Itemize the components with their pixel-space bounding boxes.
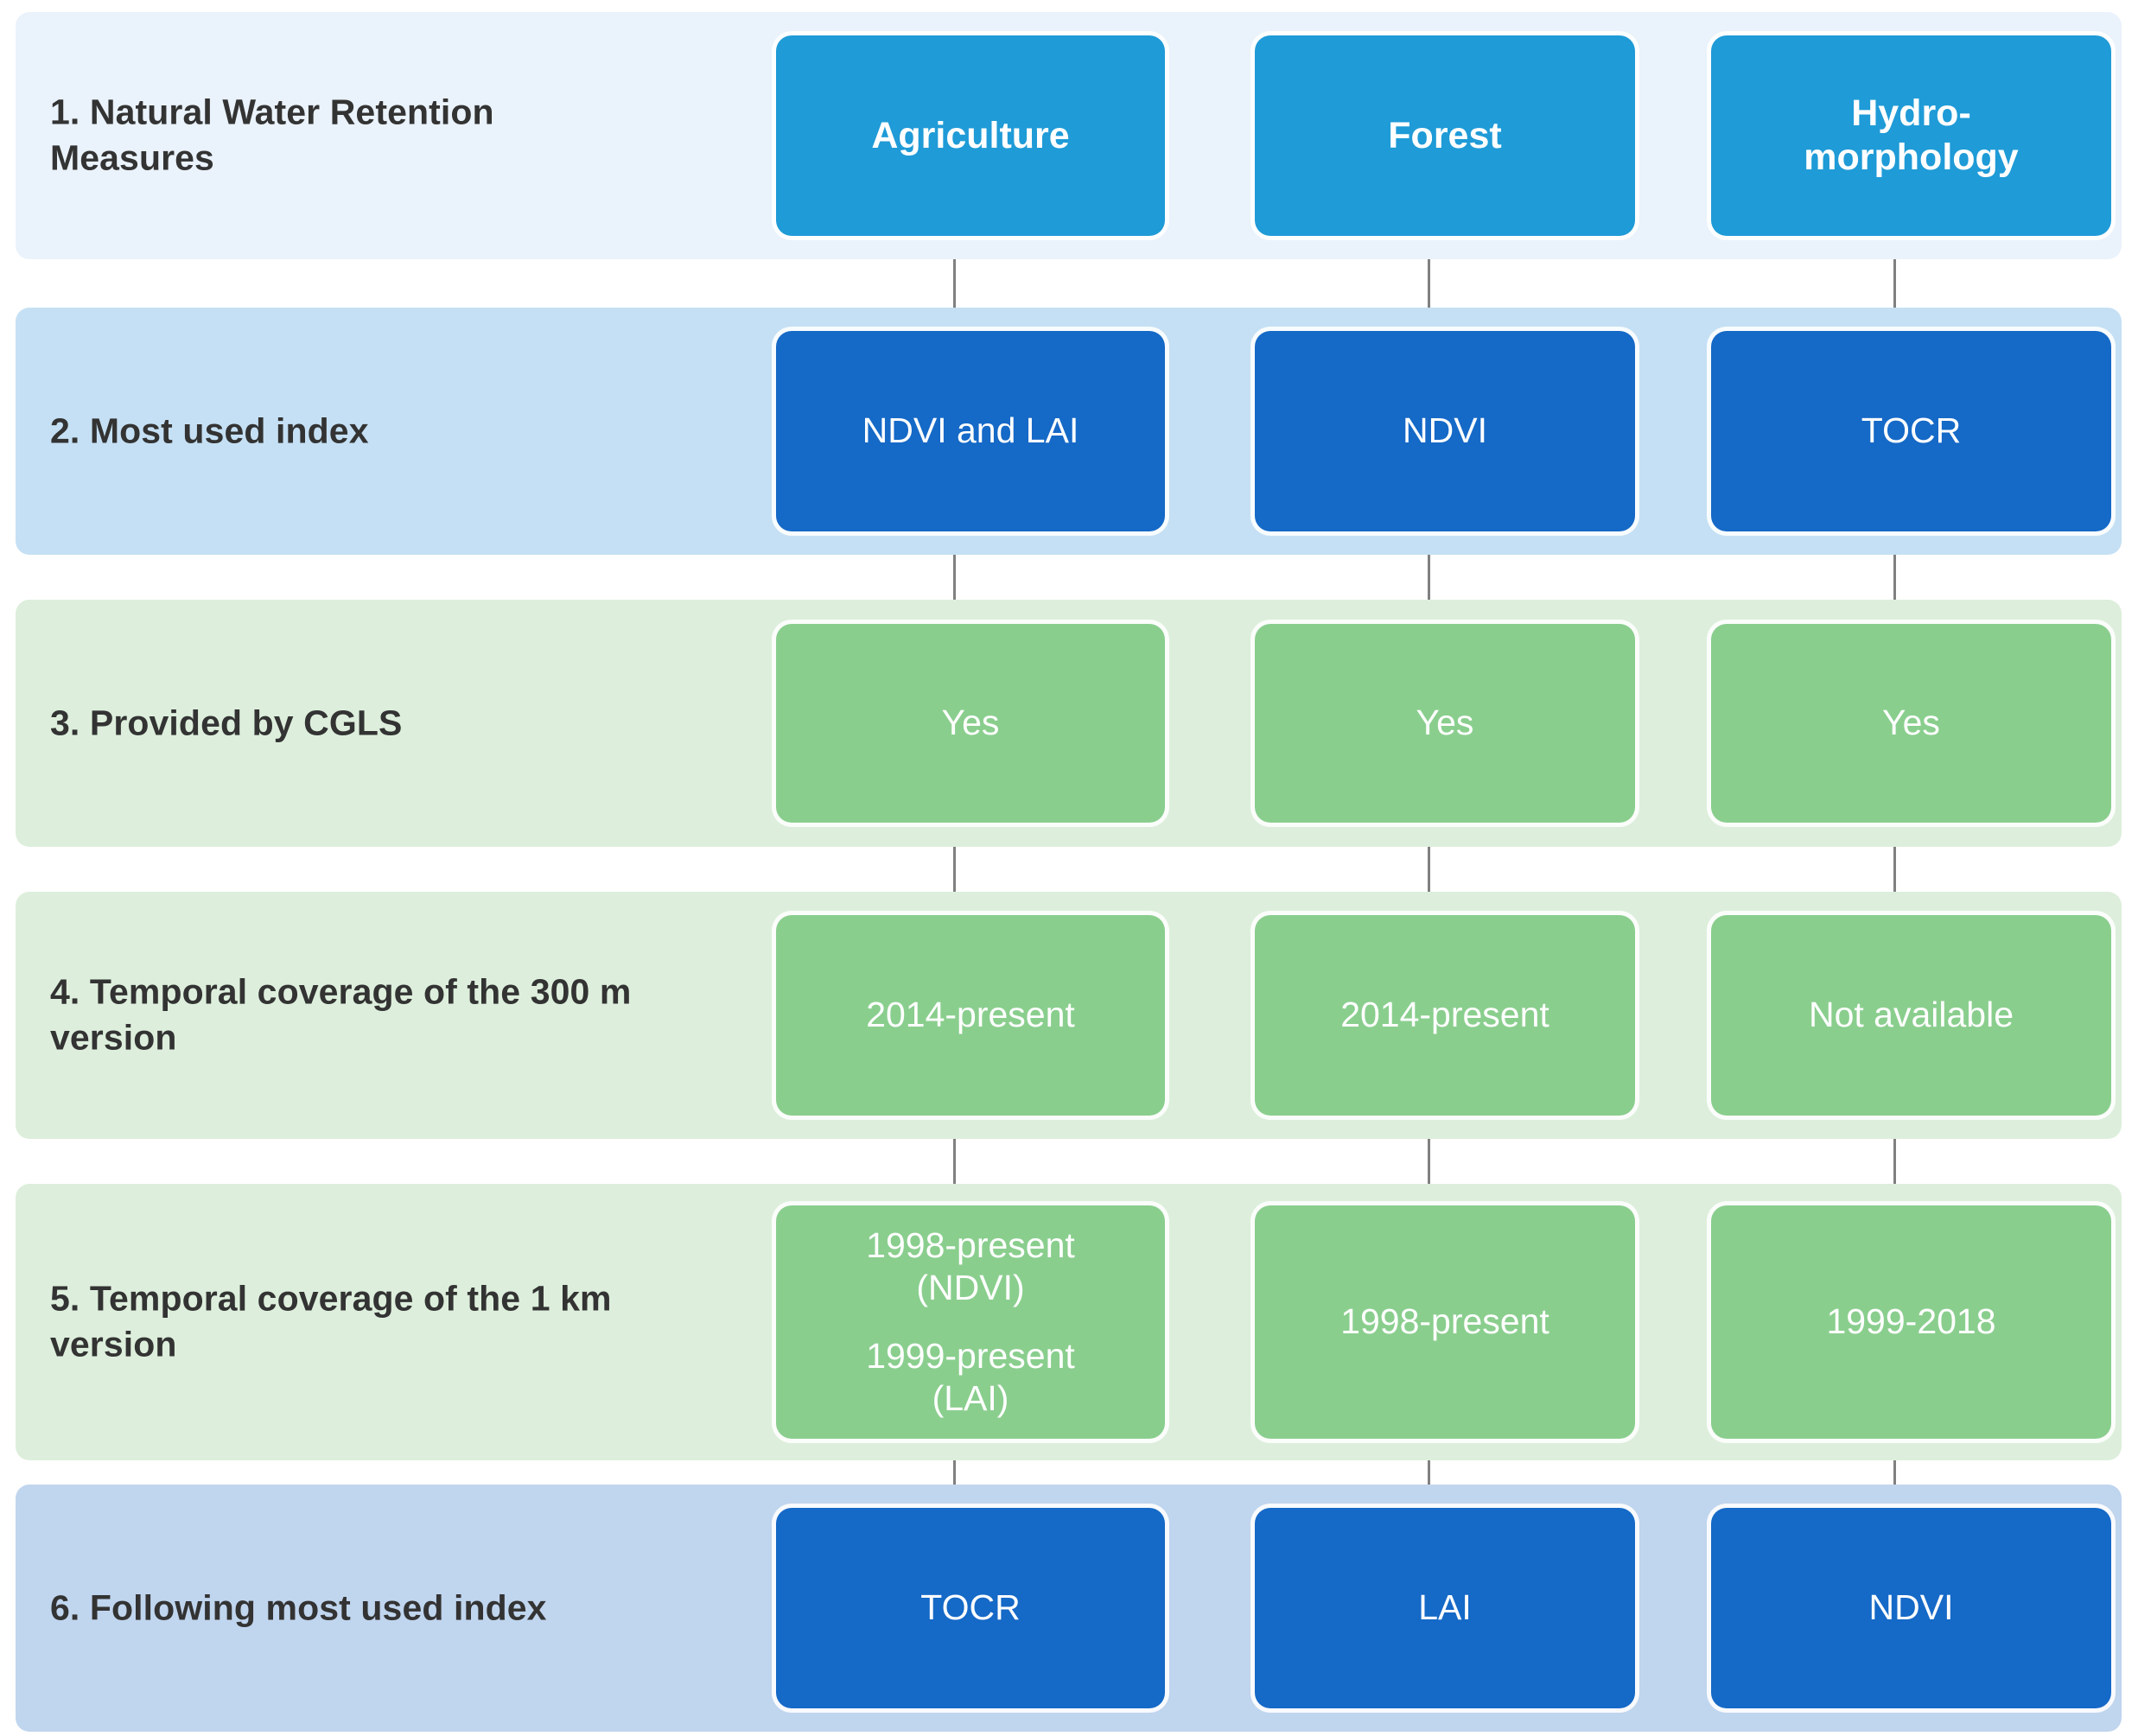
cell-text-line-3: 1999-present	[866, 1336, 1075, 1376]
cell-text: LAI	[1418, 1587, 1472, 1628]
cell-text: Not available	[1808, 995, 2014, 1035]
cell-agriculture-coverage-300m[interactable]: 2014-present	[776, 915, 1165, 1116]
cell-forest-provided-by-cgls[interactable]: Yes	[1255, 624, 1635, 823]
cell-hydromorphology-coverage-1km[interactable]: 1999-2018	[1711, 1205, 2111, 1439]
cell-hydromorphology-header[interactable]: Hydro- morphology	[1711, 35, 2111, 236]
cell-text-line-4: (LAI)	[932, 1378, 1009, 1419]
cell-text: Yes	[941, 703, 1000, 743]
cell-text: 2014-present	[1340, 995, 1549, 1035]
cell-forest-coverage-300m[interactable]: 2014-present	[1255, 915, 1635, 1116]
cell-text: 2014-present	[866, 995, 1075, 1035]
cell-text-line-2: morphology	[1804, 137, 2019, 178]
row-label-5: 5. Temporal coverage of the 1 km version	[50, 1278, 612, 1364]
cell-paragraph-lai: 1999-present (LAI)	[866, 1335, 1075, 1420]
cell-text: Yes	[1882, 703, 1940, 743]
cell-hydromorphology-provided-by-cgls[interactable]: Yes	[1711, 624, 2111, 823]
cell-text: Forest	[1388, 114, 1502, 156]
cell-text: NDVI	[1403, 410, 1487, 451]
cell-text: TOCR	[1861, 410, 1962, 451]
cell-text: TOCR	[920, 1587, 1021, 1628]
cell-text-line-2: (NDVI)	[916, 1267, 1025, 1307]
cell-text: 1999-2018	[1826, 1301, 1996, 1342]
cell-text-line-1: Hydro-	[1851, 92, 1971, 135]
row-label-2: 2. Most used index	[50, 410, 369, 451]
cell-text: NDVI and LAI	[862, 410, 1079, 451]
cell-text: 1998-present	[1340, 1301, 1549, 1342]
cell-agriculture-header[interactable]: Agriculture	[776, 35, 1165, 236]
cell-agriculture-coverage-1km[interactable]: 1998-present (NDVI) 1999-present (LAI)	[776, 1205, 1165, 1439]
cell-text: NDVI	[1868, 1587, 1954, 1628]
cell-agriculture-provided-by-cgls[interactable]: Yes	[776, 624, 1165, 823]
row-label-3: 3. Provided by CGLS	[50, 703, 403, 743]
row-label-4: 4. Temporal coverage of the 300 m versio…	[50, 971, 632, 1058]
cell-hydromorphology-most-used-index[interactable]: TOCR	[1711, 331, 2111, 531]
row-band-provided-by-cgls: 3. Provided by CGLS Yes Yes Yes	[16, 600, 2122, 847]
row-label-1: 1. Natural Water Retention Measures	[50, 92, 494, 178]
row-band-most-used-index: 2. Most used index NDVI and LAI NDVI TOC…	[16, 308, 2122, 555]
cell-forest-header[interactable]: Forest	[1255, 35, 1635, 236]
cell-paragraph-ndvi: 1998-present (NDVI)	[866, 1224, 1075, 1309]
cell-forest-most-used-index[interactable]: NDVI	[1255, 331, 1635, 531]
row-band-temporal-coverage-300m: 4. Temporal coverage of the 300 m versio…	[16, 892, 2122, 1139]
cell-agriculture-following-index[interactable]: TOCR	[776, 1508, 1165, 1708]
cell-forest-coverage-1km[interactable]: 1998-present	[1255, 1205, 1635, 1439]
row-band-temporal-coverage-1km: 5. Temporal coverage of the 1 km version…	[16, 1184, 2122, 1460]
row-band-following-most-used-index: 6. Following most used index TOCR LAI ND…	[16, 1485, 2122, 1732]
row-label-6: 6. Following most used index	[50, 1587, 547, 1628]
cell-text: Agriculture	[871, 114, 1070, 156]
cell-text: Yes	[1416, 703, 1474, 743]
cell-forest-following-index[interactable]: LAI	[1255, 1508, 1635, 1708]
cell-text-line-1: 1998-present	[866, 1224, 1075, 1265]
cell-hydromorphology-following-index[interactable]: NDVI	[1711, 1508, 2111, 1708]
row-band-natural-water-retention-measures: 1. Natural Water Retention Measures Agri…	[16, 12, 2122, 259]
cell-agriculture-most-used-index[interactable]: NDVI and LAI	[776, 331, 1165, 531]
cell-hydromorphology-coverage-300m[interactable]: Not available	[1711, 915, 2111, 1116]
